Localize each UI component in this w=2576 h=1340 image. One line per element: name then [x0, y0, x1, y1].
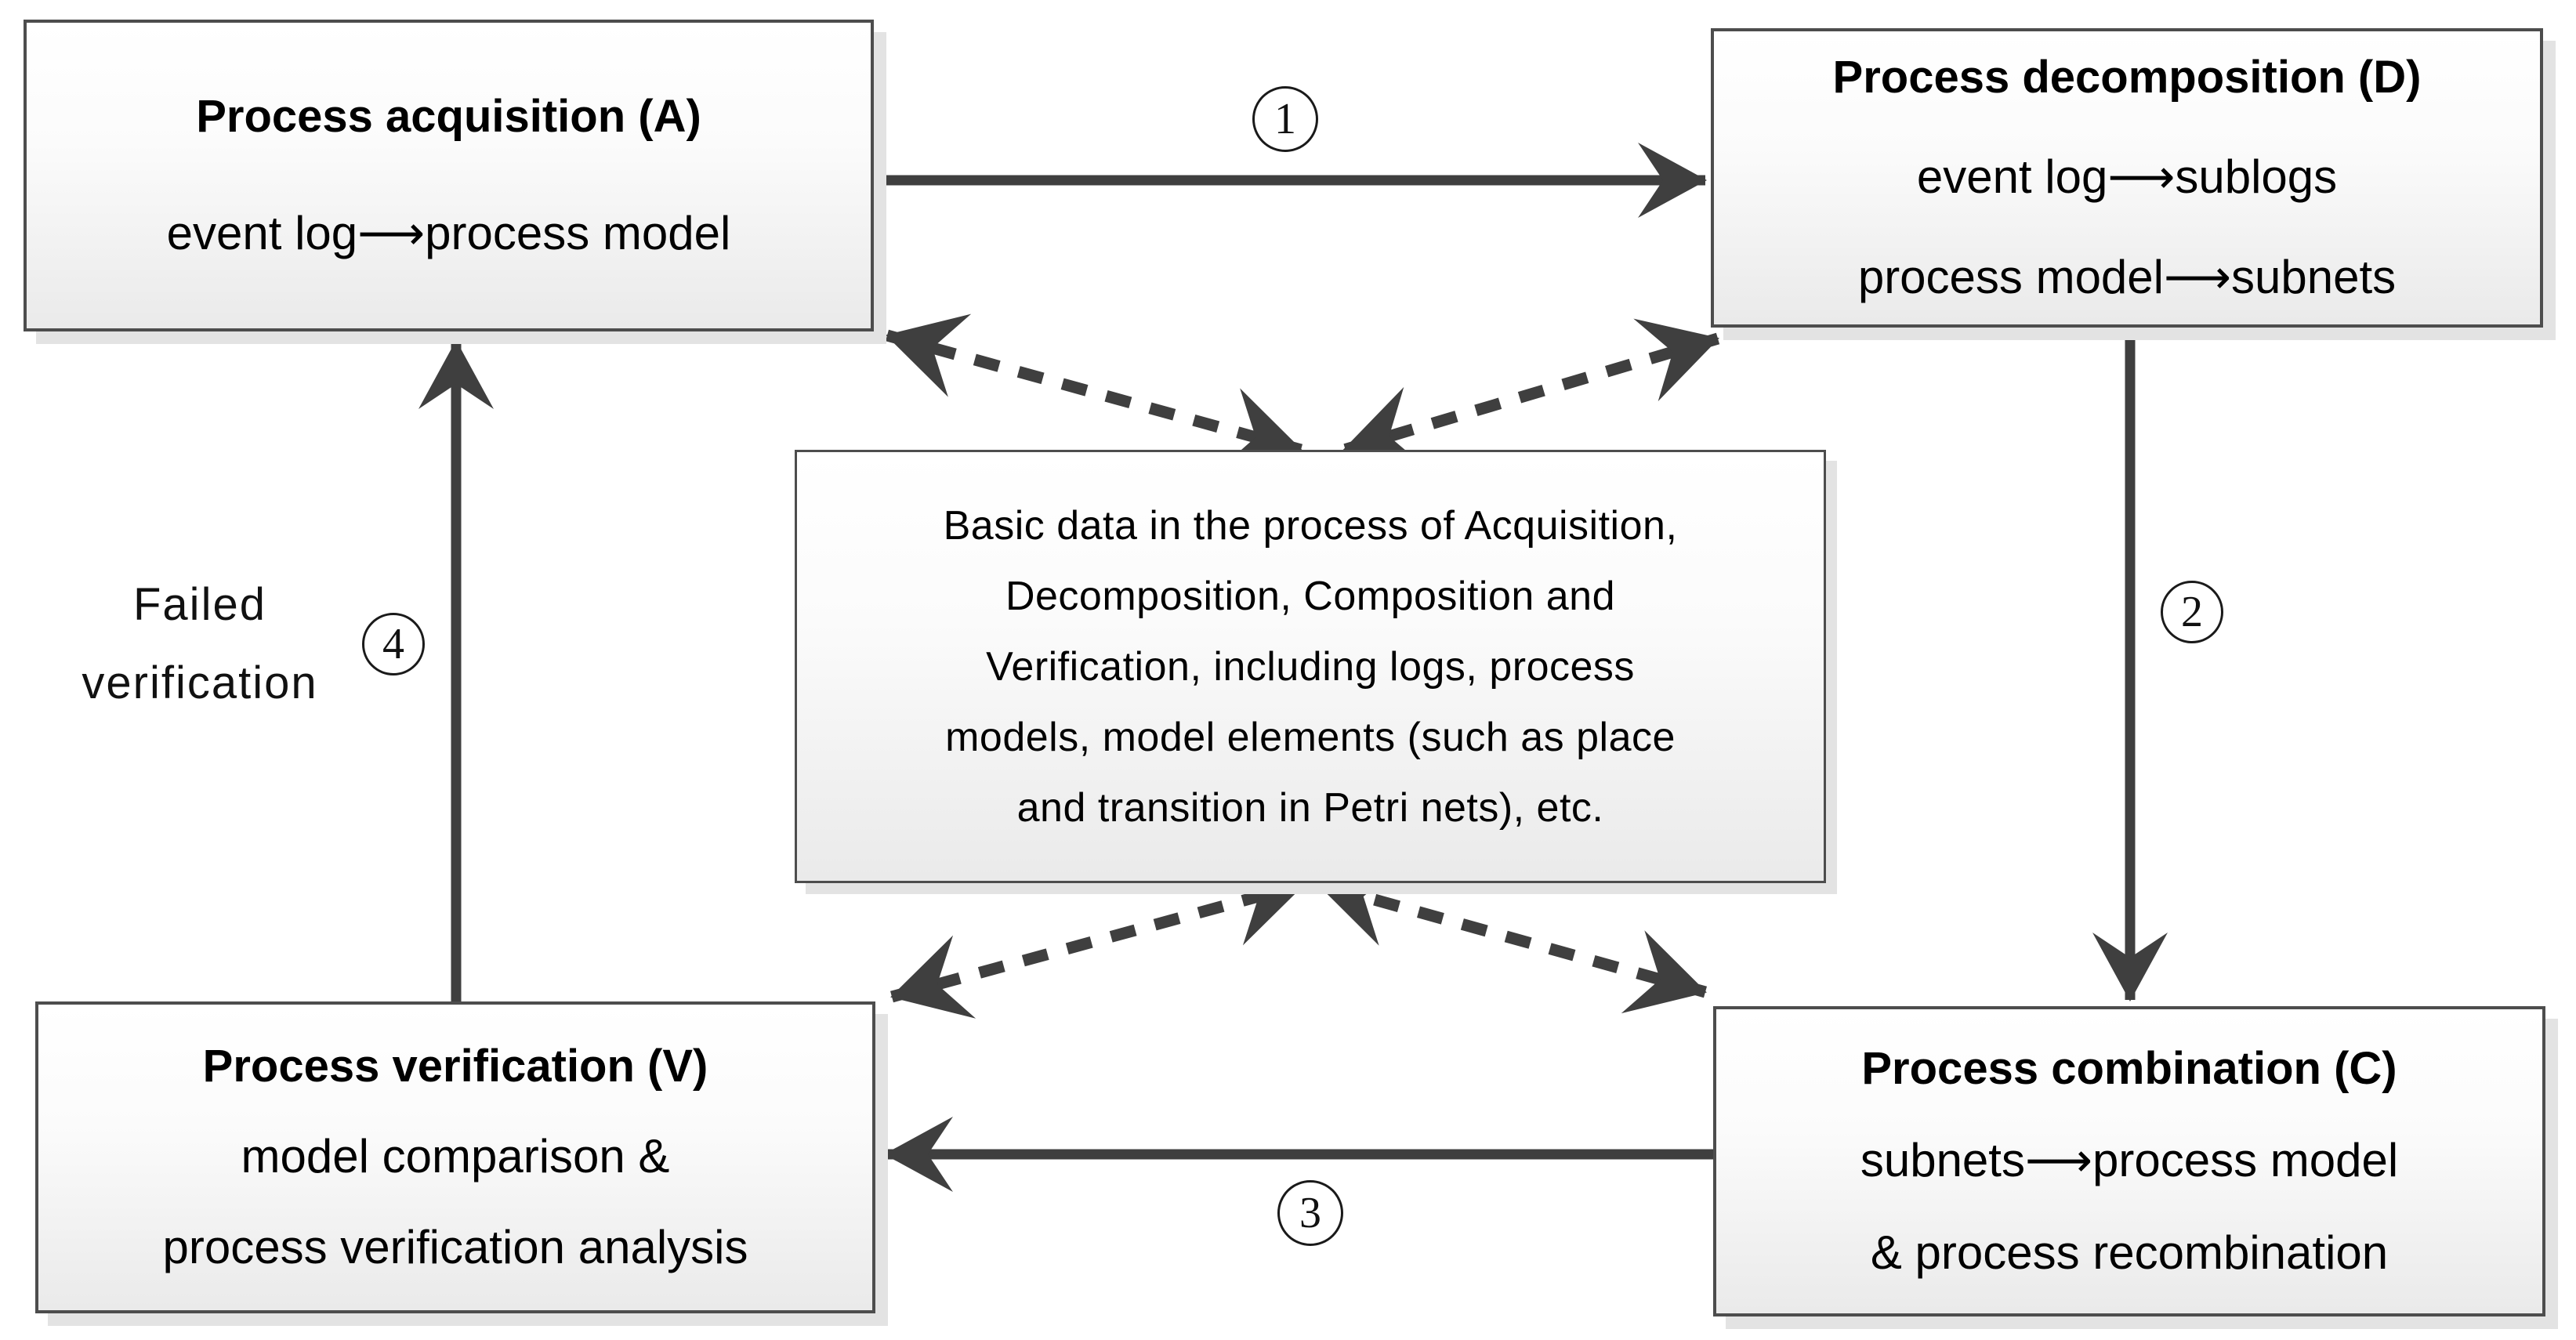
center-text-line: Basic data in the process of Acquisition… — [943, 502, 1678, 549]
box-line: process verification analysis — [162, 1221, 748, 1273]
center-text-line: models, model elements (such as place — [945, 714, 1676, 760]
box-line: event log⟶sublogs — [1916, 150, 2338, 203]
box-title: Process verification (V) — [202, 1041, 708, 1092]
box-process-verification: Process verification (V) model compariso… — [35, 1001, 875, 1313]
box-line: & process recombination — [1870, 1226, 2389, 1279]
dashed-link-combination-center — [1316, 862, 1708, 1014]
box-process-combination: Process combination (C) subnets⟶process … — [1713, 1006, 2545, 1316]
box-line: process model⟶subnets — [1857, 251, 2397, 303]
dashed-link-acquisition-center — [886, 313, 1302, 472]
box-title: Process combination (C) — [1861, 1043, 2397, 1094]
box-process-acquisition: Process acquisition (A) event log⟶proces… — [24, 20, 874, 331]
box-line: subnets⟶process model — [1860, 1134, 2399, 1186]
box-title: Process decomposition (D) — [1832, 52, 2422, 103]
box-basic-data: Basic data in the process of Acquisition… — [795, 450, 1826, 883]
box-line: event log⟶process model — [166, 207, 731, 259]
step-badge-2: 2 — [2161, 581, 2223, 643]
step-badge-3: 3 — [1277, 1180, 1343, 1246]
failed-verification-label: Failed verification — [16, 566, 384, 723]
center-text-line: Decomposition, Composition and — [1005, 573, 1616, 619]
box-process-decomposition: Process decomposition (D) event log⟶subl… — [1711, 28, 2543, 328]
box-title: Process acquisition (A) — [196, 91, 701, 142]
step-badge-4: 4 — [362, 613, 425, 675]
box-line: model comparison & — [241, 1130, 670, 1182]
dashed-link-verification-center — [890, 862, 1306, 1019]
center-text-line: and transition in Petri nets), etc. — [1016, 784, 1604, 831]
failed-verification-line2: verification — [82, 657, 318, 708]
step-badge-1: 1 — [1252, 86, 1318, 152]
center-text-line: Verification, including logs, process — [986, 643, 1635, 690]
failed-verification-line1: Failed — [133, 579, 266, 630]
dashed-link-decomposition-center — [1342, 318, 1720, 470]
